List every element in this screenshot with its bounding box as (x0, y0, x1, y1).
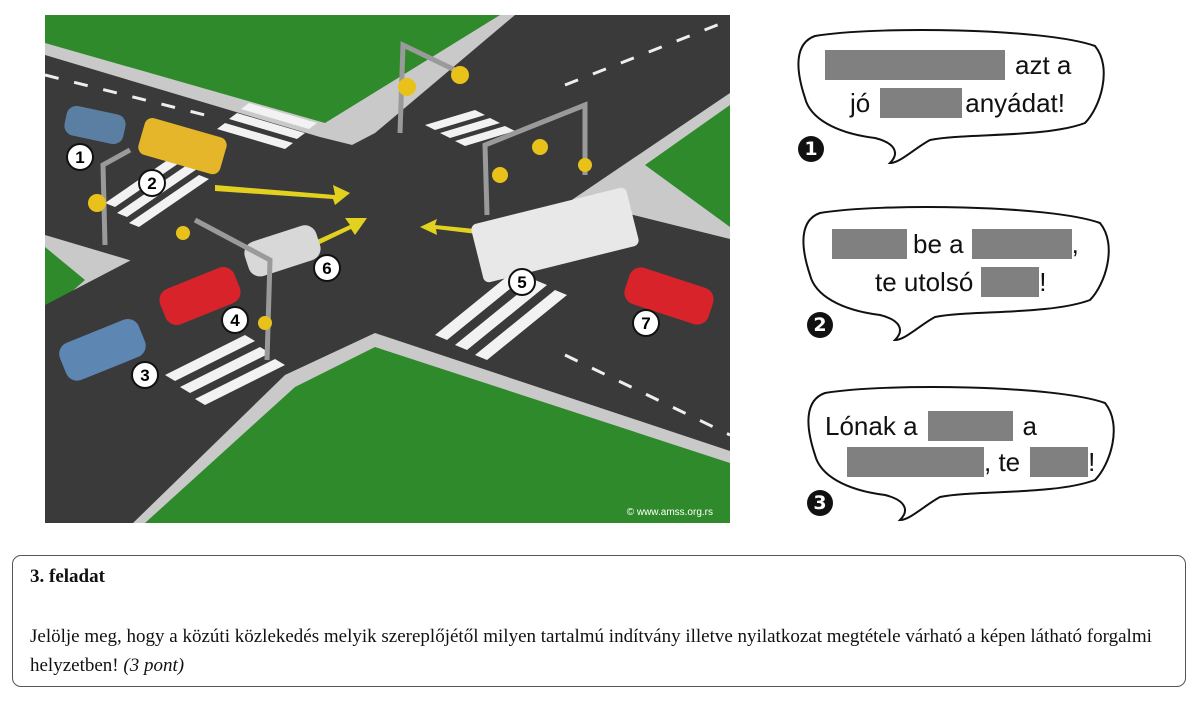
bubble-number-1: 1 (798, 136, 824, 162)
label-3: 3 (131, 361, 159, 389)
pickup-truck-2 (138, 118, 227, 175)
vehicle-number-labels: 1 2 3 4 5 6 7 (66, 143, 660, 389)
traffic-light (258, 316, 272, 330)
crosswalk (105, 103, 567, 405)
svg-text:4: 4 (230, 311, 240, 330)
svg-text:7: 7 (641, 314, 650, 333)
bubble-number-3: 3 (807, 490, 833, 516)
label-7: 7 (632, 309, 660, 337)
traffic-intersection-illustration: 1 2 3 4 5 6 7 © www.amss.org.rs (45, 15, 730, 523)
task-points: (3 pont) (123, 655, 185, 676)
svg-text:2: 2 (147, 174, 156, 193)
svg-text:1: 1 (75, 148, 84, 167)
car-4 (159, 267, 241, 325)
svg-text:3: 3 (140, 366, 149, 385)
lane-markings (45, 18, 730, 437)
car-1 (64, 105, 126, 145)
svg-text:6: 6 (322, 259, 331, 278)
label-4: 4 (221, 306, 249, 334)
label-5: 5 (508, 268, 536, 296)
task-box: 3. feladat Jelölje meg, hogy a közúti kö… (12, 555, 1186, 687)
watermark: © www.amss.org.rs (627, 507, 713, 518)
label-1: 1 (66, 143, 94, 171)
task-text: Jelölje meg, hogy a közúti közlekedés me… (30, 626, 1152, 676)
label-6: 6 (313, 254, 341, 282)
task-instructions: Jelölje meg, hogy a közúti közlekedés me… (30, 622, 1180, 680)
car-7 (624, 267, 714, 325)
traffic-light (532, 139, 548, 155)
label-2: 2 (138, 169, 166, 197)
svg-text:5: 5 (517, 273, 526, 292)
traffic-light (578, 158, 592, 172)
traffic-light (451, 66, 469, 84)
traffic-light (492, 167, 508, 183)
traffic-light (176, 226, 190, 240)
truck-5 (471, 187, 639, 283)
speech-bubble-2: be a, te utolsó! 2 (800, 205, 1110, 345)
car-6 (244, 225, 321, 277)
task-title: 3. feladat (30, 566, 105, 587)
traffic-light (100, 41, 588, 361)
traffic-light (88, 194, 106, 212)
car-3 (59, 318, 146, 381)
bubble-number-2: 2 (807, 312, 833, 338)
traffic-light (398, 78, 416, 96)
